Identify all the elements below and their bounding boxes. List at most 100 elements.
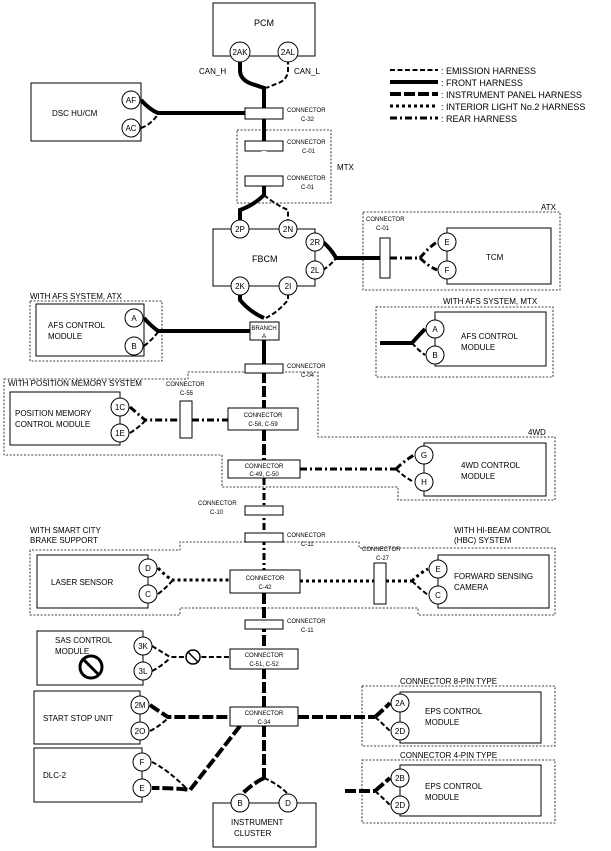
connector-c11-b-label-1: CONNECTOR bbox=[287, 619, 326, 625]
wire-eps4-2d bbox=[374, 790, 391, 806]
connector-c01-a bbox=[244, 140, 284, 152]
pin-tcm-f-label: F bbox=[445, 266, 450, 275]
module-sas-label-1: SAS CONTROL bbox=[55, 636, 113, 645]
connector-c55 bbox=[179, 400, 193, 439]
pin-afs-atx-b bbox=[124, 336, 144, 356]
branch-a bbox=[249, 321, 280, 341]
connector-c10-label-1: CONNECTOR bbox=[198, 501, 237, 507]
wire-laser-c bbox=[157, 580, 173, 595]
group-scbs-hbc bbox=[29, 541, 556, 616]
module-pcm-label: PCM bbox=[254, 18, 274, 28]
group-label-position-memory: WITH POSITION MEMORY SYSTEM bbox=[8, 379, 142, 388]
legend: : EMISSION HARNESS : FRONT HARNESS : INS… bbox=[390, 66, 585, 124]
connector-c10-label-2: C-10 bbox=[210, 510, 224, 516]
pin-laser-d bbox=[138, 558, 158, 578]
connector-c42 bbox=[229, 569, 301, 594]
module-instrument-cluster bbox=[212, 802, 317, 848]
wire-eps8-2d bbox=[374, 716, 391, 732]
pin-camera-c-label: C bbox=[435, 591, 441, 600]
wire-tcm-e bbox=[418, 240, 438, 259]
connector-c51-c52 bbox=[229, 648, 299, 670]
module-dlc2 bbox=[33, 747, 143, 803]
pin-pos-mem-1e-label: 1E bbox=[115, 429, 125, 438]
module-afs-atx-label-1: AFS CONTROL bbox=[48, 321, 105, 330]
pin-afs-mtx-b bbox=[425, 345, 445, 365]
module-dlc2-label: DLC-2 bbox=[43, 771, 67, 780]
pin-sas-3k-label: 3K bbox=[138, 642, 148, 651]
module-ic-label-1: INSTRUMENT bbox=[231, 818, 284, 827]
pin-afs-atx-a-label: A bbox=[131, 314, 137, 323]
connector-c34-label-2: C-34 bbox=[257, 720, 271, 726]
wire-fbcm-2l bbox=[322, 257, 337, 271]
wire-pos-mem-1e bbox=[129, 420, 146, 434]
pin-eps4-2b-label: 2B bbox=[395, 774, 405, 783]
pin-fbcm-2p-label: 2P bbox=[235, 225, 245, 234]
pin-dlc-e-label: E bbox=[139, 784, 144, 793]
connector-c49-c50 bbox=[227, 459, 301, 479]
module-eps-4pin bbox=[399, 764, 542, 817]
pin-laser-c-label: C bbox=[145, 590, 151, 599]
pin-fbcm-2n-label: 2N bbox=[283, 225, 293, 234]
pin-fbcm-2k bbox=[230, 276, 250, 296]
legend-label-front: : FRONT HARNESS bbox=[441, 78, 523, 88]
pin-afs-mtx-a bbox=[425, 319, 445, 339]
pin-pos-mem-1e bbox=[110, 423, 130, 443]
wire-laser-d bbox=[156, 566, 230, 582]
module-laser-sensor bbox=[36, 554, 149, 609]
pin-dsc-af bbox=[121, 90, 141, 110]
pin-eps4-2b bbox=[390, 768, 410, 788]
module-position-memory-label-2: CONTROL MODULE bbox=[15, 420, 90, 429]
pin-fbcm-2l bbox=[305, 260, 325, 280]
group-label-afs-mtx: WITH AFS SYSTEM, MTX bbox=[443, 297, 538, 306]
module-forward-sensing-camera bbox=[437, 554, 550, 609]
pin-pos-mem-1c-label: 1C bbox=[115, 403, 125, 412]
connector-c01-tcm-label-1: CONNECTOR bbox=[366, 217, 405, 223]
pin-laser-d-label: D bbox=[145, 564, 151, 573]
pin-sas-3l-label: 3L bbox=[139, 667, 148, 676]
connector-c11-a bbox=[244, 532, 284, 543]
module-ic-label-2: CLUSTER bbox=[234, 829, 272, 838]
pin-dsc-ac-label: AC bbox=[125, 124, 136, 133]
pin-pcm-2al-label: 2AL bbox=[281, 48, 296, 57]
connector-c27 bbox=[373, 562, 387, 605]
wire-4wd-h bbox=[395, 468, 415, 483]
module-start-stop-unit bbox=[33, 690, 141, 745]
connector-c49-label-2: C-49, C-50 bbox=[249, 472, 279, 478]
connector-c51-label-1: CONNECTOR bbox=[245, 653, 284, 659]
pin-eps8-2d bbox=[390, 721, 410, 741]
pin-afs-mtx-a-label: A bbox=[432, 325, 438, 334]
module-afs-mtx-label-1: AFS CONTROL bbox=[461, 332, 518, 341]
pin-ssu-2m-label: 2M bbox=[134, 701, 145, 710]
wire-dlc-f bbox=[151, 724, 242, 793]
wire-fbcm-2n bbox=[263, 194, 289, 222]
connector-c55-label-2: C-55 bbox=[180, 391, 194, 397]
group-label-eps-4pin: CONNECTOR 4-PIN TYPE bbox=[400, 751, 497, 760]
connector-c55-label-1: CONNECTOR bbox=[166, 382, 205, 388]
connector-c34-label-1: CONNECTOR bbox=[245, 711, 284, 717]
pin-camera-e-label: E bbox=[435, 565, 440, 574]
group-label-afs-atx: WITH AFS SYSTEM, ATX bbox=[30, 292, 123, 301]
connector-c01-tcm-label-2: C-01 bbox=[376, 226, 390, 232]
module-tcm bbox=[446, 227, 552, 285]
pin-eps8-2a-label: 2A bbox=[395, 699, 405, 708]
wire-ic-d bbox=[263, 777, 289, 795]
group-label-hbc-2: (HBC) SYSTEM bbox=[454, 536, 512, 545]
module-camera-label-1: FORWARD SENSING bbox=[454, 572, 533, 581]
pin-pos-mem-1c bbox=[110, 397, 130, 417]
connector-c42-label-2: C-42 bbox=[258, 585, 272, 591]
wire-sas-3k bbox=[151, 645, 230, 658]
connector-c01-b bbox=[244, 175, 284, 187]
module-position-memory bbox=[9, 391, 121, 446]
pin-dsc-af-label: AF bbox=[126, 96, 136, 105]
connector-c01-a-label-1: CONNECTOR bbox=[287, 140, 326, 146]
wire-dsc-ac bbox=[140, 113, 159, 129]
pin-pcm-2ak bbox=[229, 41, 251, 63]
connector-c51-label-2: C-51, C-52 bbox=[249, 662, 279, 668]
group-atx bbox=[362, 211, 561, 291]
module-4wd-label-1: 4WD CONTROL bbox=[461, 461, 521, 470]
connector-c01-b-label-2: C-01 bbox=[301, 185, 315, 191]
pin-dsc-ac bbox=[121, 118, 141, 138]
connector-c32-label-2: C-32 bbox=[301, 117, 315, 123]
branch-a-label-2: A bbox=[262, 334, 266, 340]
pin-ic-d bbox=[278, 793, 298, 813]
